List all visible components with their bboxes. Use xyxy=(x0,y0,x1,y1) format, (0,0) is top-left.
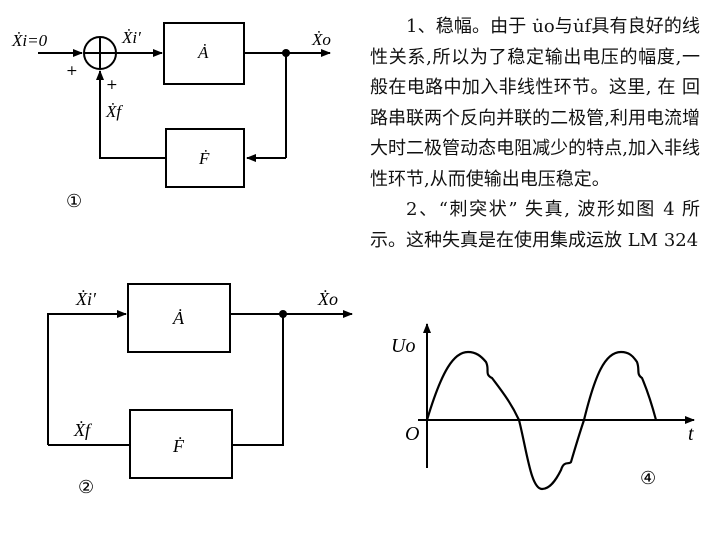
paragraph-1: 1、稳幅。由于 u̇o与u̇f具有良好的线性关系,所以为了稳定输出电压的幅度,一… xyxy=(370,16,700,190)
d1-plus-bottom: + xyxy=(106,77,118,93)
d2-block-f-label: Ḟ xyxy=(172,436,185,456)
d2-xf-label: Ẋf xyxy=(73,420,93,440)
diagram-2 xyxy=(47,283,353,479)
d2-xi-prime-label: Ẋi′ xyxy=(75,289,97,309)
d1-feedback-return-arrow xyxy=(96,70,166,159)
d1-xi-prime-label: Ẋi′ xyxy=(121,28,141,47)
d1-junction-dot xyxy=(282,49,290,57)
wave-origin-label: O xyxy=(405,423,419,445)
d2-feedback-right xyxy=(232,314,284,446)
d1-xo-label: Ẋo xyxy=(311,30,331,49)
wave-x-label: t xyxy=(688,423,694,445)
wave-number: ④ xyxy=(640,468,656,489)
d1-xf-label: Ẋf xyxy=(105,102,123,121)
d2-left-path-arrow xyxy=(47,310,127,445)
d2-number: ② xyxy=(78,477,94,498)
waveform xyxy=(418,323,695,491)
d1-number: ① xyxy=(66,191,82,212)
wave-signal-curve xyxy=(425,350,658,491)
d1-block-f-label: Ḟ xyxy=(198,149,210,168)
d1-block-a-label: Ȧ xyxy=(197,43,209,62)
wave-y-label: Uo xyxy=(391,335,415,357)
d2-block-a-label: Ȧ xyxy=(172,308,185,328)
d1-plus-left: + xyxy=(66,63,78,79)
d2-junction-dot xyxy=(279,310,287,318)
paragraph-2: 2、“刺突状” 失真, 波形如图 4 所示。这种失真是在使用集成运放 LM 32… xyxy=(370,199,700,251)
body-text: 1、稳幅。由于 u̇o与u̇f具有良好的线性关系,所以为了稳定输出电压的幅度,一… xyxy=(370,12,700,256)
diagram-1 xyxy=(38,22,331,188)
d2-xo-label: Ẋo xyxy=(317,289,338,309)
d1-input-label: Ẋi=0 xyxy=(11,31,48,50)
d2-block-a xyxy=(127,283,231,353)
